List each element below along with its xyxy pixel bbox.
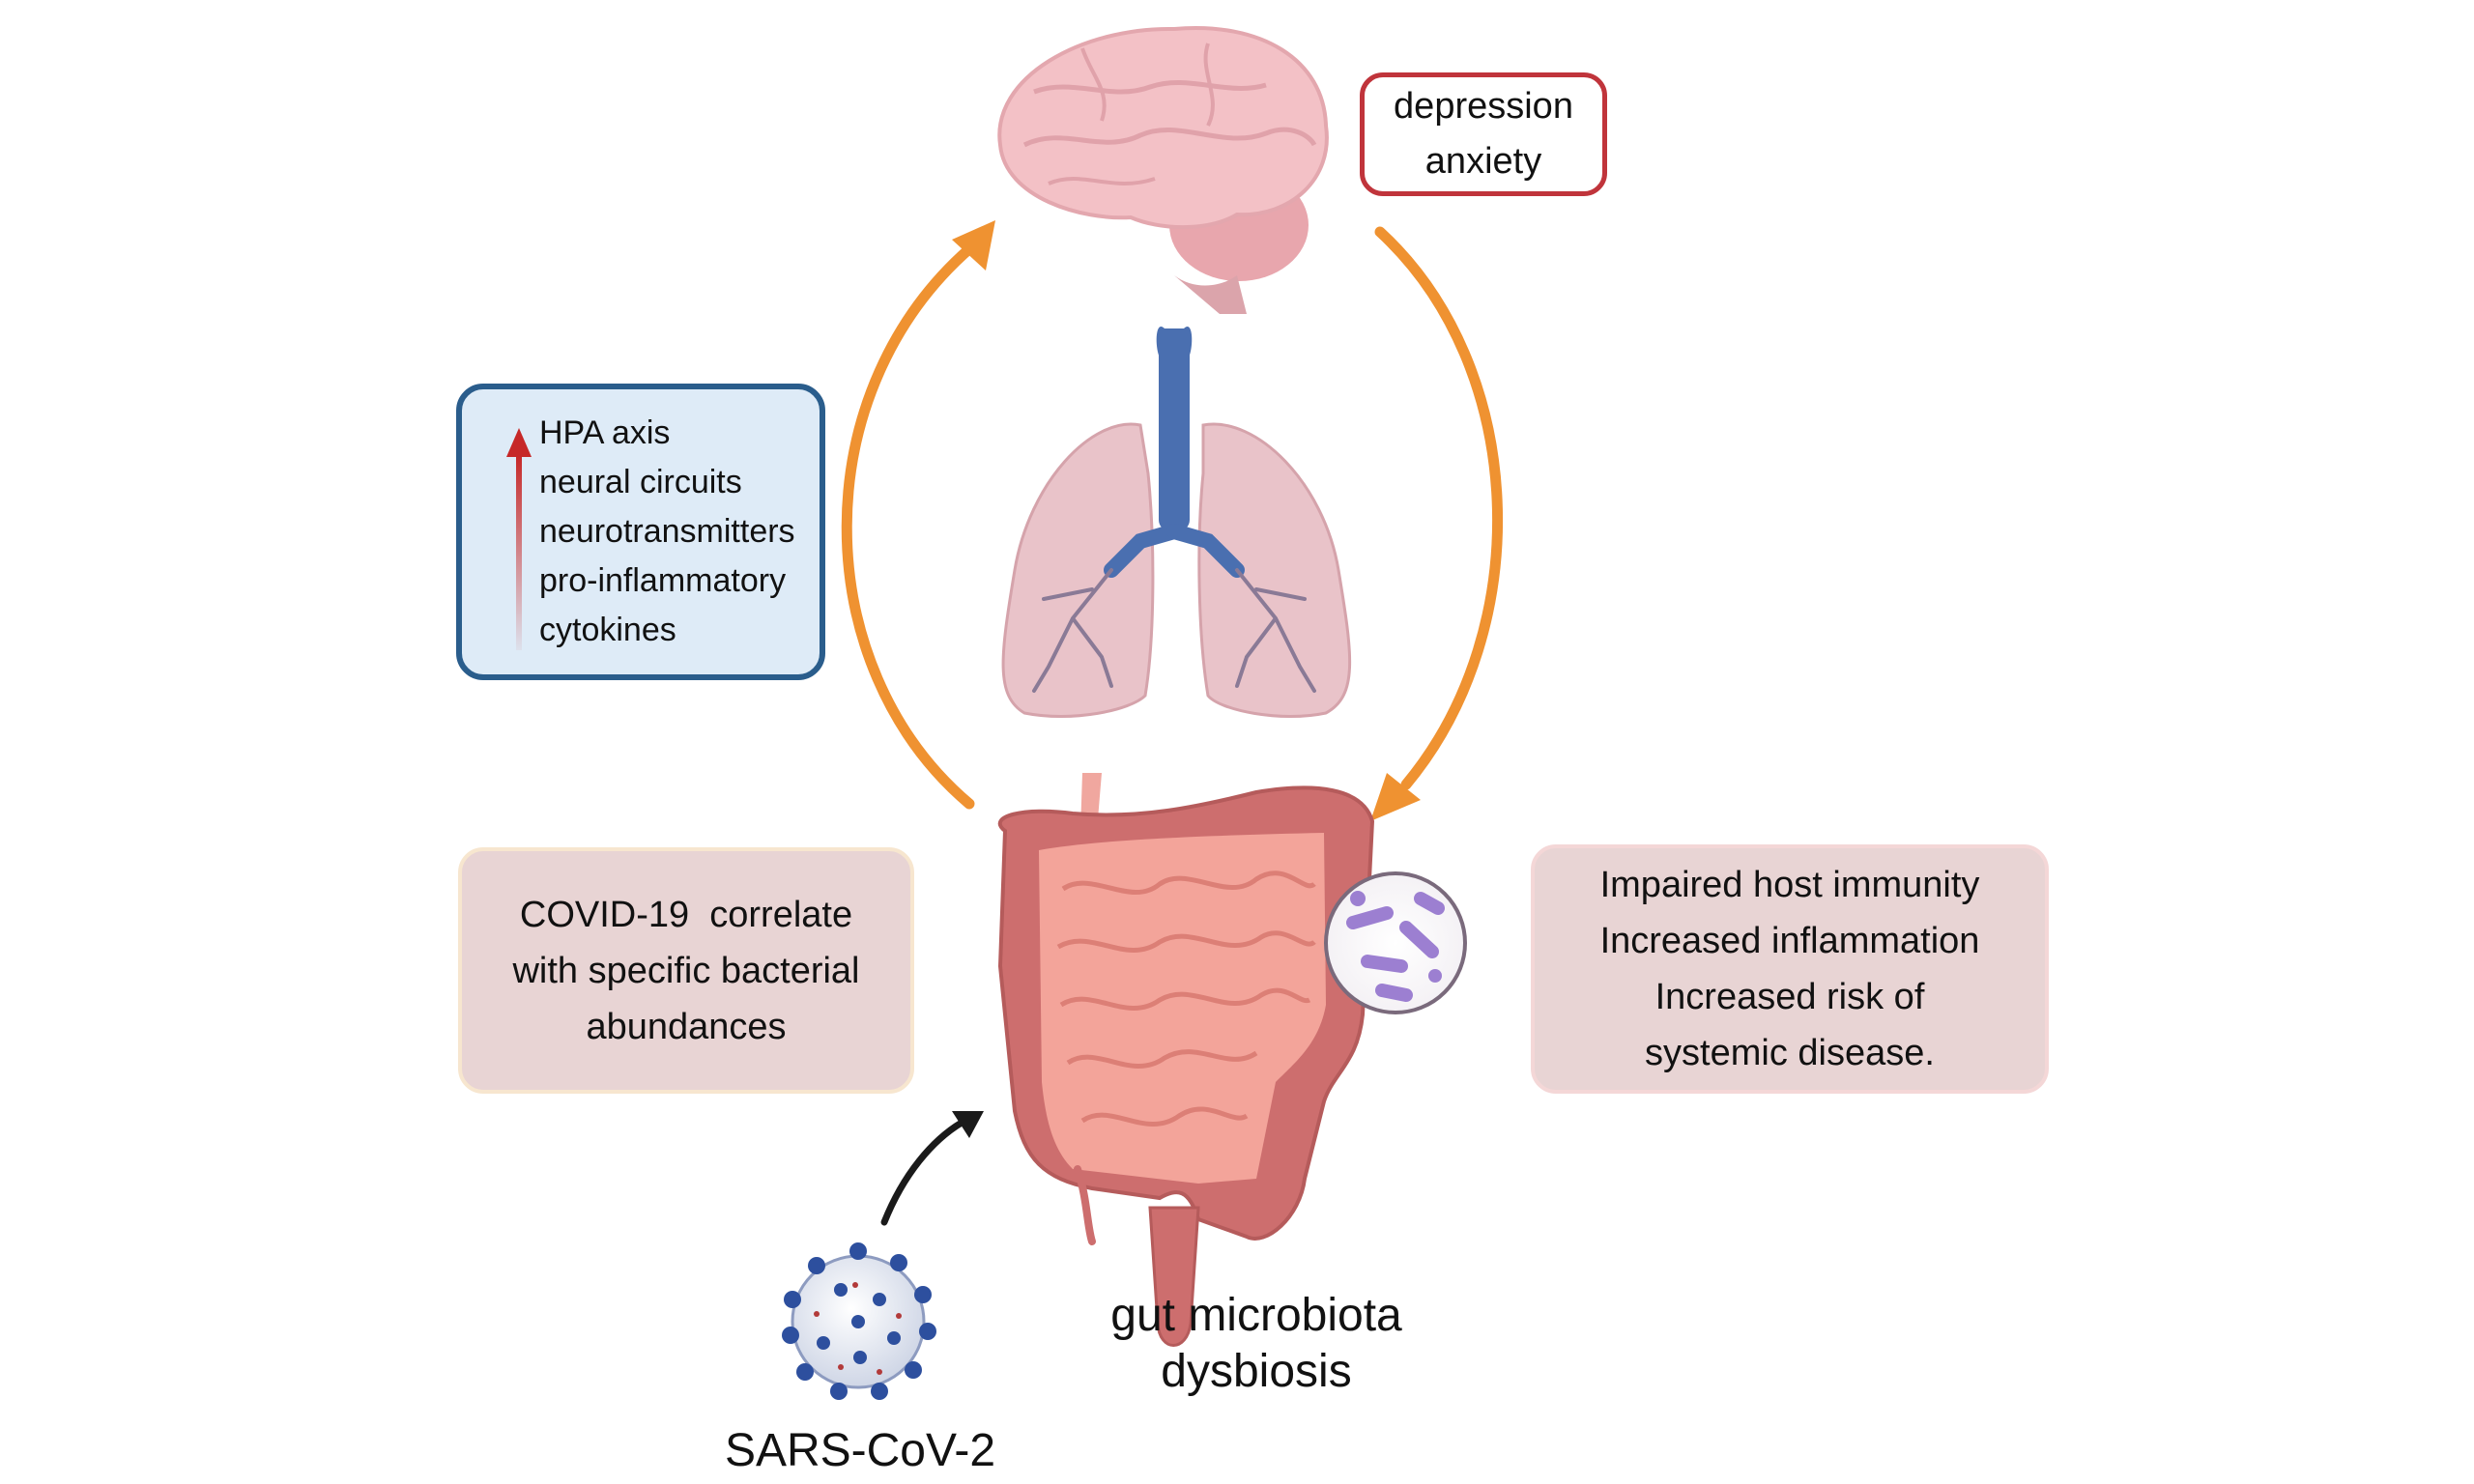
mechanism-line: cytokines bbox=[539, 612, 676, 648]
symptom-line: anxiety bbox=[1424, 141, 1542, 182]
effects-box: Impaired host immunity Increased inflamm… bbox=[1531, 844, 2049, 1094]
brain-icon bbox=[997, 26, 1329, 314]
virus-label: SARS-CoV-2 bbox=[724, 1425, 996, 1476]
bacteria-magnifier-icon bbox=[1324, 871, 1467, 1014]
covid-line: with specific bacterial bbox=[512, 950, 860, 991]
lungs-icon bbox=[1001, 326, 1352, 719]
mechanism-line: neurotransmitters bbox=[539, 513, 795, 550]
symptoms-box: depression anxiety bbox=[1360, 72, 1607, 196]
virus-arrow bbox=[880, 1111, 984, 1226]
symptom-line: depression bbox=[1394, 86, 1573, 127]
effect-line: Impaired host immunity bbox=[1599, 865, 1980, 905]
mechanisms-box: HPA axis neural circuits neurotransmitte… bbox=[456, 384, 825, 680]
arrow-head-down bbox=[1370, 773, 1421, 821]
mechanism-line: neural circuits bbox=[539, 464, 742, 500]
gut-label-line: gut microbiota bbox=[1110, 1290, 1402, 1341]
arrow-gut-to-brain bbox=[841, 236, 984, 810]
covid-correlation-box: COVID-19 correlate with specific bacteri… bbox=[458, 847, 914, 1094]
gut-label-line: dysbiosis bbox=[1161, 1346, 1352, 1397]
mechanism-line: pro-inflammatory bbox=[539, 562, 787, 599]
arrow-head-up bbox=[952, 220, 995, 271]
effect-line: Increased risk of bbox=[1654, 977, 1925, 1017]
effect-line: Increased inflammation bbox=[1599, 921, 1980, 961]
increase-arrow-icon bbox=[506, 428, 532, 650]
effect-line: systemic disease. bbox=[1645, 1033, 1935, 1073]
gut-dysbiosis-label: gut microbiota dysbiosis bbox=[1044, 1288, 1469, 1400]
intestine-icon bbox=[997, 773, 1375, 1347]
mechanism-line: HPA axis bbox=[539, 414, 671, 451]
covid-line: COVID-19 correlate bbox=[519, 894, 853, 935]
cycle-arrows bbox=[841, 220, 1503, 821]
virus-icon bbox=[782, 1242, 936, 1400]
arrow-brain-to-gut bbox=[1374, 226, 1503, 790]
covid-line: abundances bbox=[586, 1006, 787, 1047]
